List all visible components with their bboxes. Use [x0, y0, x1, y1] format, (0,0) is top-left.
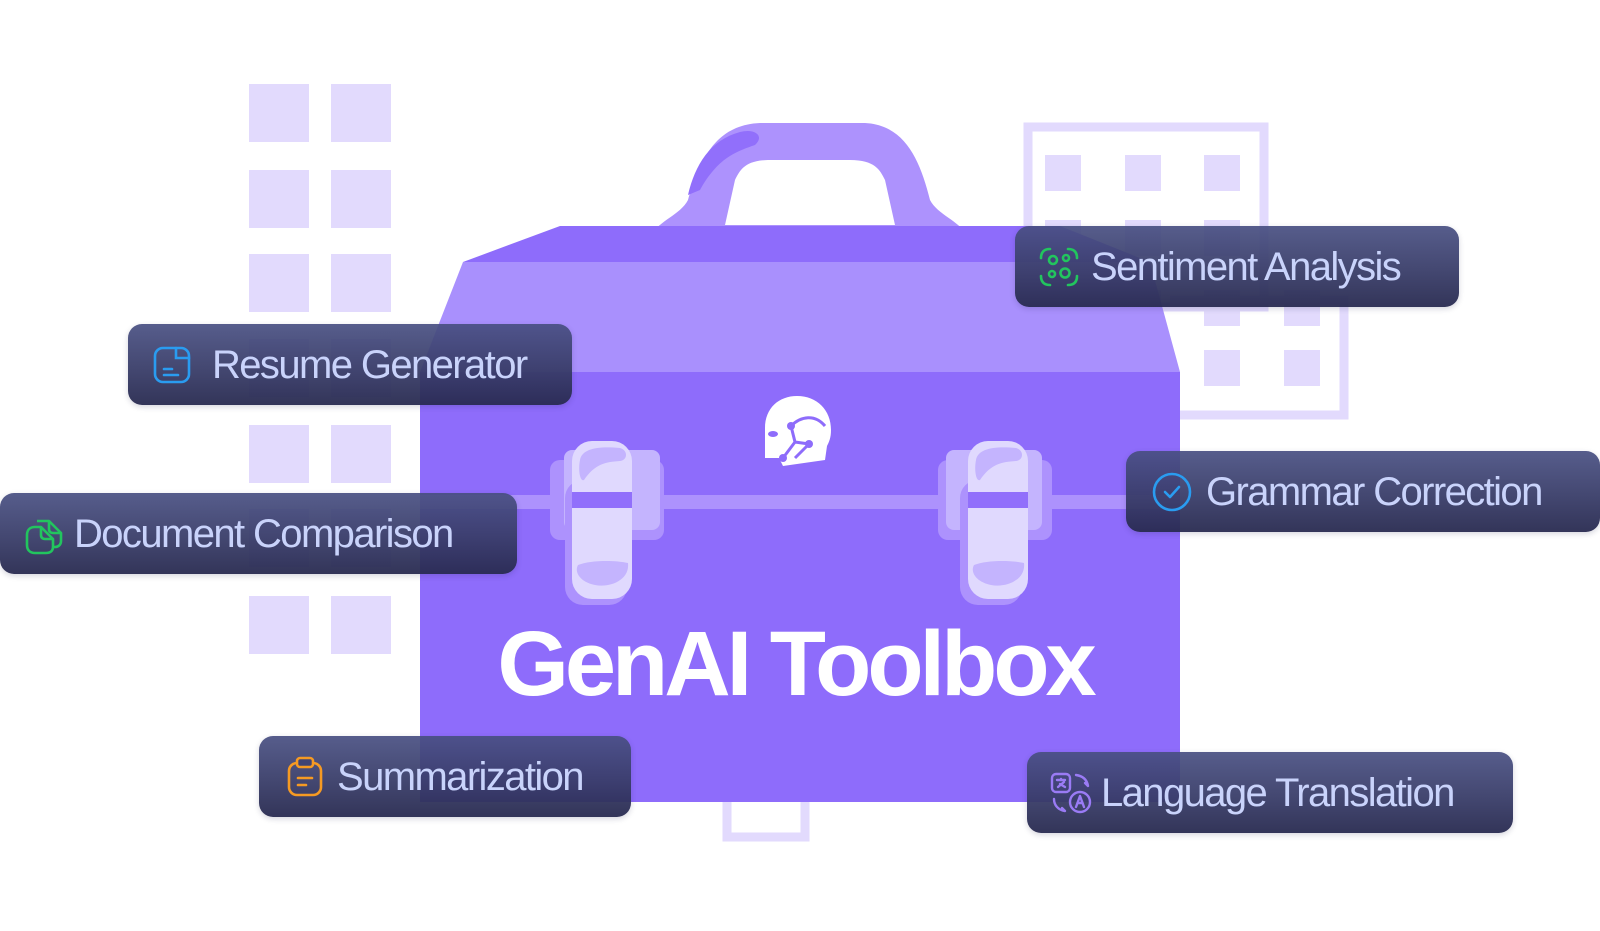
feature-chip-resume-generator[interactable]: Resume Generator [128, 324, 572, 405]
toolbox-lid [420, 262, 1180, 372]
feature-chip-sentiment-analysis[interactable]: Sentiment Analysis [1015, 226, 1459, 307]
feature-chip-summarization[interactable]: Summarization [259, 736, 631, 817]
document-icon [150, 343, 194, 387]
check-circle-icon [1150, 470, 1194, 514]
feature-chip-language-translation[interactable]: Language Translation [1027, 752, 1513, 833]
feature-label: Document Comparison [74, 511, 454, 556]
feature-label: Language Translation [1101, 770, 1455, 815]
feature-chip-grammar-correction[interactable]: Grammar Correction [1126, 451, 1600, 532]
right-latch [938, 441, 1052, 605]
feature-label: Summarization [337, 754, 585, 799]
feature-label: Sentiment Analysis [1091, 244, 1402, 289]
clipboard-icon [283, 755, 327, 799]
ai-head-logo-icon [765, 396, 831, 466]
left-latch [550, 441, 664, 605]
feature-chip-document-comparison[interactable]: Document Comparison [0, 493, 517, 574]
feature-label: Resume Generator [212, 342, 528, 387]
face-scan-icon [1037, 245, 1081, 289]
feature-label: Grammar Correction [1206, 469, 1543, 514]
page-title: GenAI Toolbox [497, 613, 1096, 715]
translate-icon [1049, 771, 1093, 815]
documents-compare-icon [22, 512, 66, 556]
